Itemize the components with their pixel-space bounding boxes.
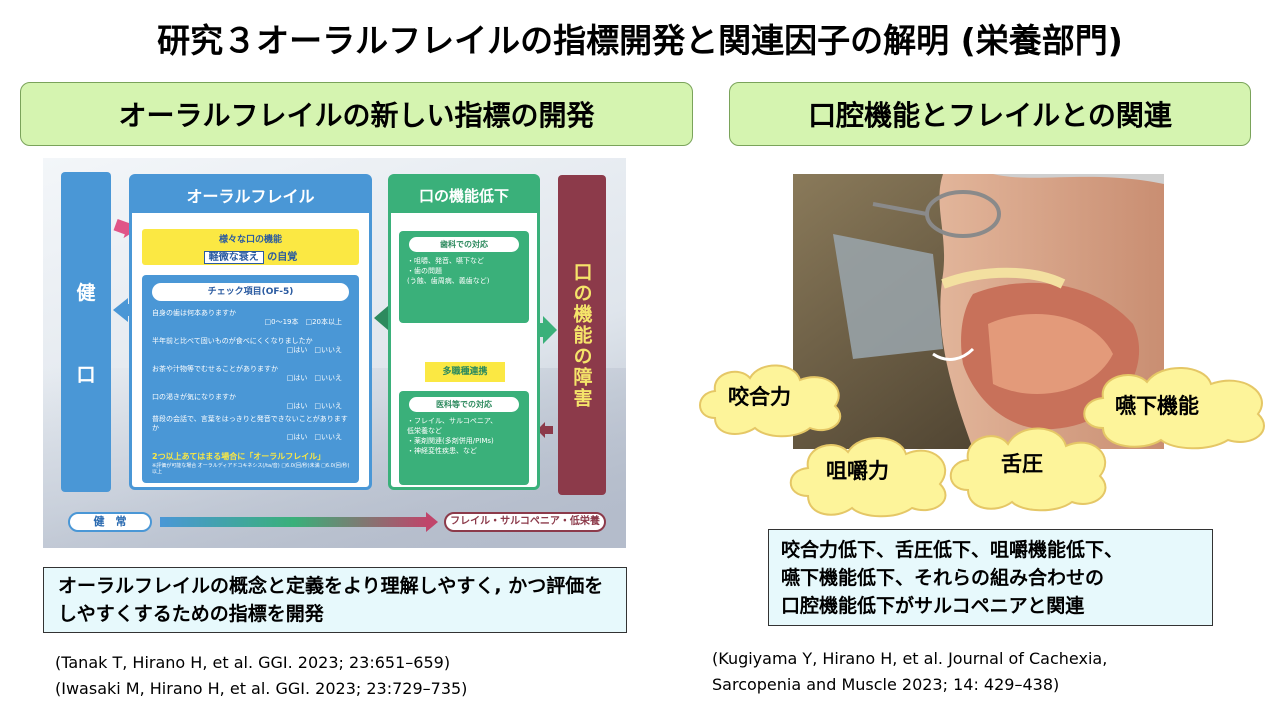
oral-frailty-title: オーラルフレイル: [132, 177, 369, 213]
progression-arrow-shaft: [160, 517, 428, 527]
frailty-label: フレイル・サルコペニア・低栄養: [444, 512, 606, 532]
question-answer: □はい □いいえ: [286, 374, 342, 382]
question-text: お茶や汁物等でむせることがありますか: [152, 365, 278, 373]
question-text: 自身の歯は何本ありますか: [152, 309, 236, 317]
check-footer: 2つ以上あてはまる場合に「オーラルフレイル」: [152, 452, 326, 461]
left-summary-note: オーラルフレイルの概念と定義をより理解しやすく, かつ評価をしやすくするための指…: [43, 567, 627, 633]
question-item: お茶や汁物等でむせることがありますか □はい □いいえ: [152, 365, 352, 383]
question-answer: □はい □いいえ: [286, 402, 342, 410]
oral-dysfunction-pillar: 口の機能の障害: [558, 175, 606, 495]
medical-item: 低栄養など: [407, 427, 442, 435]
question-item: 普段の会話で、言葉をはっきりと発音できないことがありますか □はい □いいえ: [152, 415, 352, 442]
oral-frailty-panel: オーラルフレイル 様々な口の機能 軽微な衰え の自覚 チェック項目(OF-5) …: [129, 174, 372, 490]
awareness-line1: 様々な口の機能: [218, 235, 282, 245]
awareness-line2: 軽微な衰え の自覚: [142, 248, 359, 264]
awareness-box: 様々な口の機能 軽微な衰え の自覚: [142, 229, 359, 265]
cloud-shape: [949, 427, 1107, 512]
check-items-title: チェック項目(OF-5): [152, 283, 349, 301]
dental-response-box: 歯科での対応 ・咀嚼、発音、嚥下など ・歯の問題 (う蝕、歯周病、義歯など): [399, 231, 529, 323]
awareness-suffix: の自覚: [267, 252, 298, 263]
check-footer-note: ※評価が可能な場合 オーラルディアドコキネシス(/ta/音) □6.0(回/秒)…: [152, 463, 350, 475]
health-progression-bar: 健 常 フレイル・サルコペニア・低栄養: [68, 510, 618, 534]
right-references: (Kugiyama Y, Hirano H, et al. Journal of…: [712, 646, 1107, 698]
medical-response-box: 医科等での対応 ・フレイル、サルコペニア、 低栄養など ・薬剤関連(多剤併用/P…: [399, 391, 529, 485]
multi-profession-tag: 多職種連携: [425, 362, 505, 382]
cloud-shape: [699, 364, 842, 438]
oral-frailty-diagram: 健 口 口の機能の障害 オーラルフレイル 様々な口の機能 軽微な衰え の自覚 チ…: [43, 158, 626, 548]
medical-title: 医科等での対応: [409, 397, 519, 412]
question-answer: □はい □いいえ: [286, 346, 342, 354]
check-items-box: チェック項目(OF-5) 自身の歯は何本ありますか □0〜19本 □20本以上 …: [142, 275, 359, 483]
question-item: 自身の歯は何本ありますか □0〜19本 □20本以上: [152, 309, 352, 327]
left-section-heading: オーラルフレイルの新しい指標の開発: [20, 82, 693, 146]
arrow-right: [426, 512, 438, 532]
right-section-heading: 口腔機能とフレイルとの関連: [729, 82, 1251, 146]
question-item: 口の渇きが気になりますか □はい □いいえ: [152, 393, 352, 411]
question-item: 半年前と比べて固いものが食べにくくなりましたか □はい □いいえ: [152, 337, 352, 355]
left-references: (Tanak T, Hirano H, et al. GGI. 2023; 23…: [55, 650, 467, 702]
dental-item: ・咀嚼、発音、嚥下など: [407, 257, 484, 265]
reference-line: (Tanak T, Hirano H, et al. GGI. 2023; 23…: [55, 653, 451, 672]
mouth-decline-title: 口の機能低下: [391, 177, 537, 213]
reference-line: Sarcopenia and Muscle 2023; 14: 429–438): [712, 675, 1060, 694]
question-text: 半年前と比べて固いものが食べにくくなりましたか: [152, 337, 313, 345]
pillar-char-1: 健: [76, 281, 96, 304]
right-summary-note: 咬合力低下、舌圧低下、咀嚼機能低下、 嚥下機能低下、それらの組み合わせの 口腔機…: [768, 529, 1213, 626]
dental-item: ・歯の問題: [407, 267, 442, 275]
question-text: 口の渇きが気になりますか: [152, 393, 236, 401]
question-answer: □0〜19本 □20本以上: [264, 318, 343, 326]
healthy-label: 健 常: [68, 512, 152, 532]
question-answer: □はい □いいえ: [286, 433, 342, 441]
awareness-highlight: 軽微な衰え: [203, 251, 264, 264]
medical-item: ・薬剤関連(多剤併用/PIMs): [407, 437, 494, 445]
cloud-label-chewing: 咀嚼力: [826, 459, 889, 483]
pillar-char-2: 口: [76, 363, 96, 386]
dental-item: (う蝕、歯周病、義歯など): [407, 277, 490, 285]
page-title: 研究３オーラルフレイルの指標開発と関連因子の解明 (栄養部門): [157, 21, 1123, 60]
cloud-label-bite-force: 咬合力: [728, 385, 791, 409]
cloud-label-tongue-pressure: 舌圧: [1001, 452, 1043, 476]
arrow-maroon-in: [537, 422, 553, 438]
question-text: 普段の会話で、言葉をはっきりと発音できないことがありますか: [152, 415, 348, 432]
note-line: 咬合力低下、舌圧低下、咀嚼機能低下、: [781, 539, 1124, 561]
medical-item: ・神経変性疾患、など: [407, 447, 477, 455]
cloud-label-swallowing: 嚥下機能: [1115, 394, 1199, 418]
medical-item: ・フレイル、サルコペニア、: [407, 417, 498, 425]
dental-title: 歯科での対応: [409, 237, 519, 252]
reference-line: (Iwasaki M, Hirano H, et al. GGI. 2023; …: [55, 679, 468, 698]
pillar-right-label: 口の機能の障害: [570, 261, 593, 409]
cloud-shape: [1083, 367, 1265, 450]
note-line: 嚥下機能低下、それらの組み合わせの: [781, 567, 1105, 589]
healthy-mouth-pillar: 健 口: [61, 172, 111, 492]
reference-line: (Kugiyama Y, Hirano H, et al. Journal of…: [712, 649, 1108, 668]
note-line: 口腔機能低下がサルコペニアと関連: [781, 595, 1085, 617]
mouth-decline-panel: 口の機能低下 歯科での対応 ・咀嚼、発音、嚥下など ・歯の問題 (う蝕、歯周病、…: [388, 174, 540, 490]
cloud-shape: [789, 437, 947, 518]
